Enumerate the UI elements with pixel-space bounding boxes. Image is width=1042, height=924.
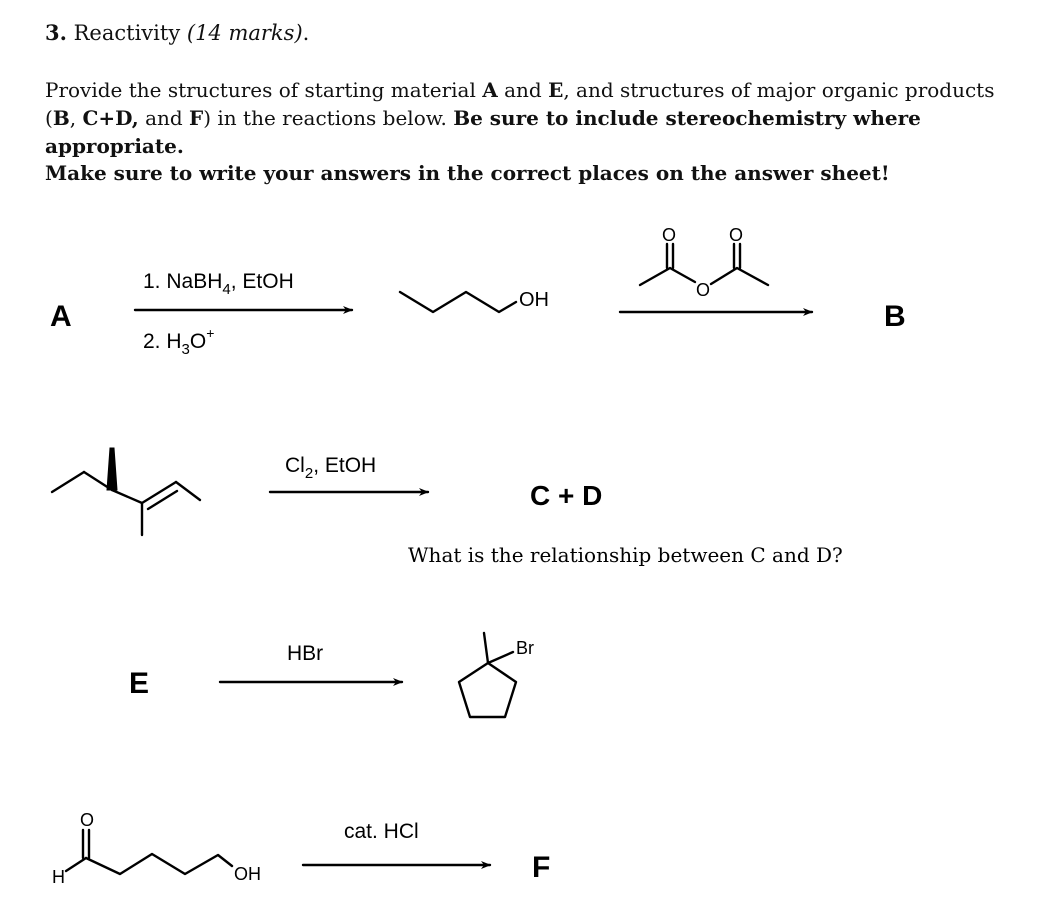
label-B: B: [884, 300, 906, 333]
instr-and-1: and: [504, 78, 542, 102]
hydroxy-aldehyde: O H OH: [52, 810, 261, 887]
instr-CD: C+D,: [82, 106, 139, 130]
label-F: F: [532, 851, 550, 884]
instr-B: B: [52, 106, 70, 130]
reagent-cat-hcl: cat. HCl: [344, 820, 419, 843]
instructions: Provide the structures of starting mater…: [45, 76, 1005, 160]
reagent-h3o: 2. H3O+: [143, 325, 214, 358]
instr-E: E: [548, 78, 564, 102]
instr-text-1: Provide the structures of starting mater…: [45, 78, 476, 102]
svg-text:OH: OH: [234, 864, 261, 884]
label-C-D: C + D: [530, 480, 602, 511]
question-title: Reactivity: [73, 21, 181, 45]
answer-sheet-note: Make sure to write your answers in the c…: [45, 161, 890, 185]
instr-text-2: , and structures of major organic produc…: [45, 78, 995, 130]
bromocyclopentane-product: Br: [457, 631, 534, 719]
svg-text:O: O: [729, 225, 743, 245]
reagent-hbr: HBr: [287, 642, 323, 665]
svg-text:O: O: [80, 810, 94, 830]
instr-and-2: and: [145, 106, 183, 130]
label-E: E: [129, 667, 149, 700]
label-A: A: [50, 300, 72, 333]
relationship-question: What is the relationship between C and D…: [408, 543, 843, 567]
question-heading: 3. Reactivity (14 marks).: [45, 20, 309, 45]
reagent-cl2: Cl2, EtOH: [285, 454, 376, 482]
instr-text-3: ) in the reactions below.: [203, 106, 447, 130]
pentanol-chain: [398, 290, 518, 314]
svg-text:Br: Br: [516, 638, 534, 658]
pentanol-oh-label: OH: [519, 289, 549, 311]
svg-text:O: O: [662, 225, 676, 245]
question-number: 3.: [45, 20, 67, 45]
instr-F: F: [189, 106, 204, 130]
svg-text:O: O: [696, 280, 710, 300]
svg-text:H: H: [52, 867, 65, 887]
question-title-end: .: [302, 21, 310, 45]
acetic-anhydride: O O O: [638, 225, 770, 300]
instr-stereo-note: Be sure to include stereochemistry where…: [45, 106, 921, 158]
instr-comma: ,: [69, 106, 77, 130]
instr-A: A: [482, 78, 498, 102]
reagent-nabh4: 1. NaBH4, EtOH: [143, 270, 294, 298]
alkene-substrate: [50, 447, 202, 537]
question-marks: (14 marks): [186, 21, 303, 45]
